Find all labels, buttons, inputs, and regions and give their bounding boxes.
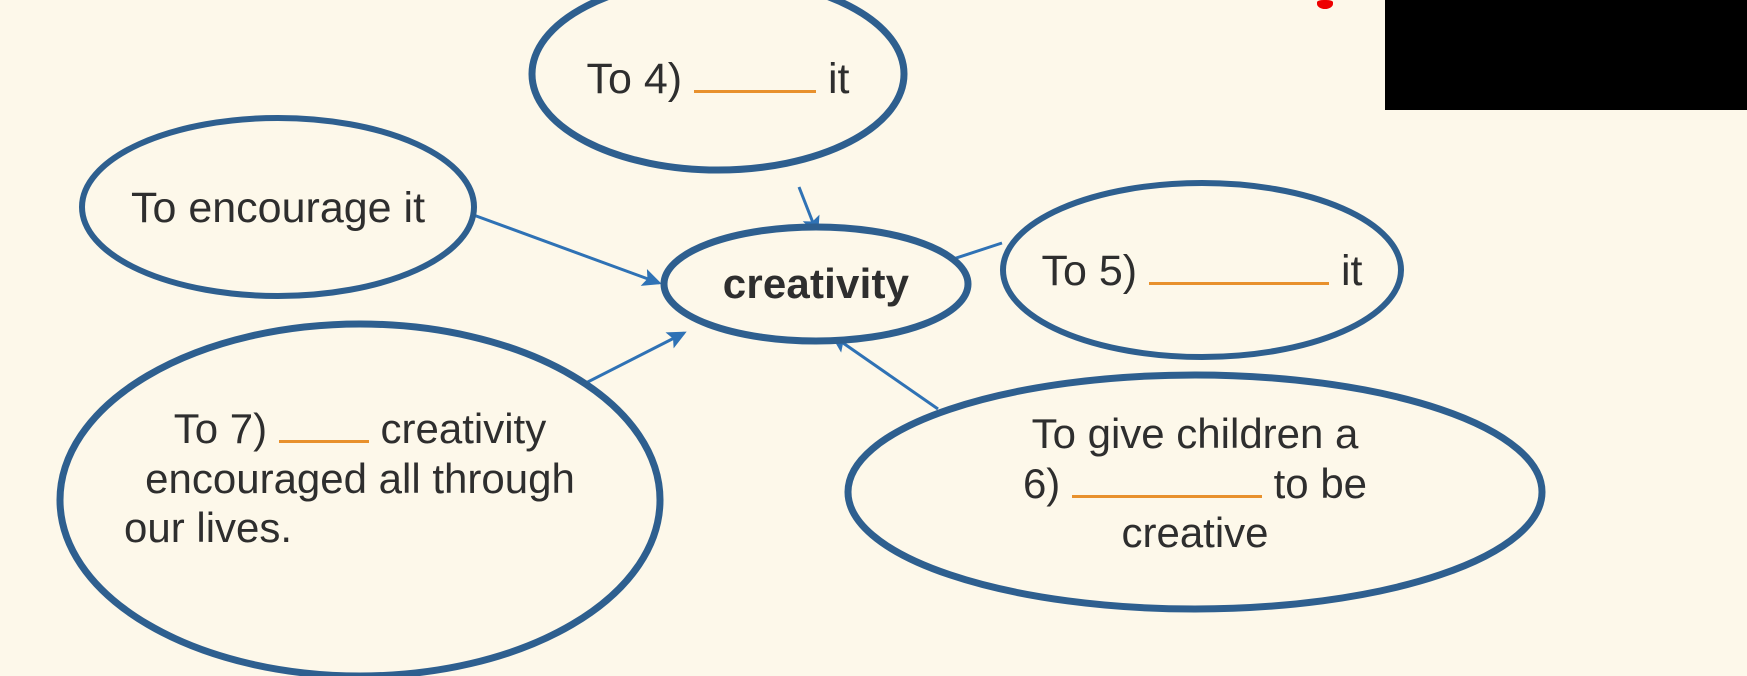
node-to-6-shape[interactable] [844,371,1546,613]
ellipse-layer [56,0,1546,676]
redaction-box [1385,0,1747,110]
node-to-encourage-it-shape[interactable] [79,115,477,299]
red-ink-mark [1317,0,1333,9]
node-to-5-shape[interactable] [1000,180,1404,360]
node-to-4-shape[interactable] [528,0,908,174]
node-creativity-shape[interactable] [660,223,972,345]
arrow-bottom-right-to-center [830,334,939,411]
arrow-left-to-center [467,211,662,286]
node-to-7-shape[interactable] [56,320,664,676]
arrow-bottom-left-to-center [571,331,687,392]
